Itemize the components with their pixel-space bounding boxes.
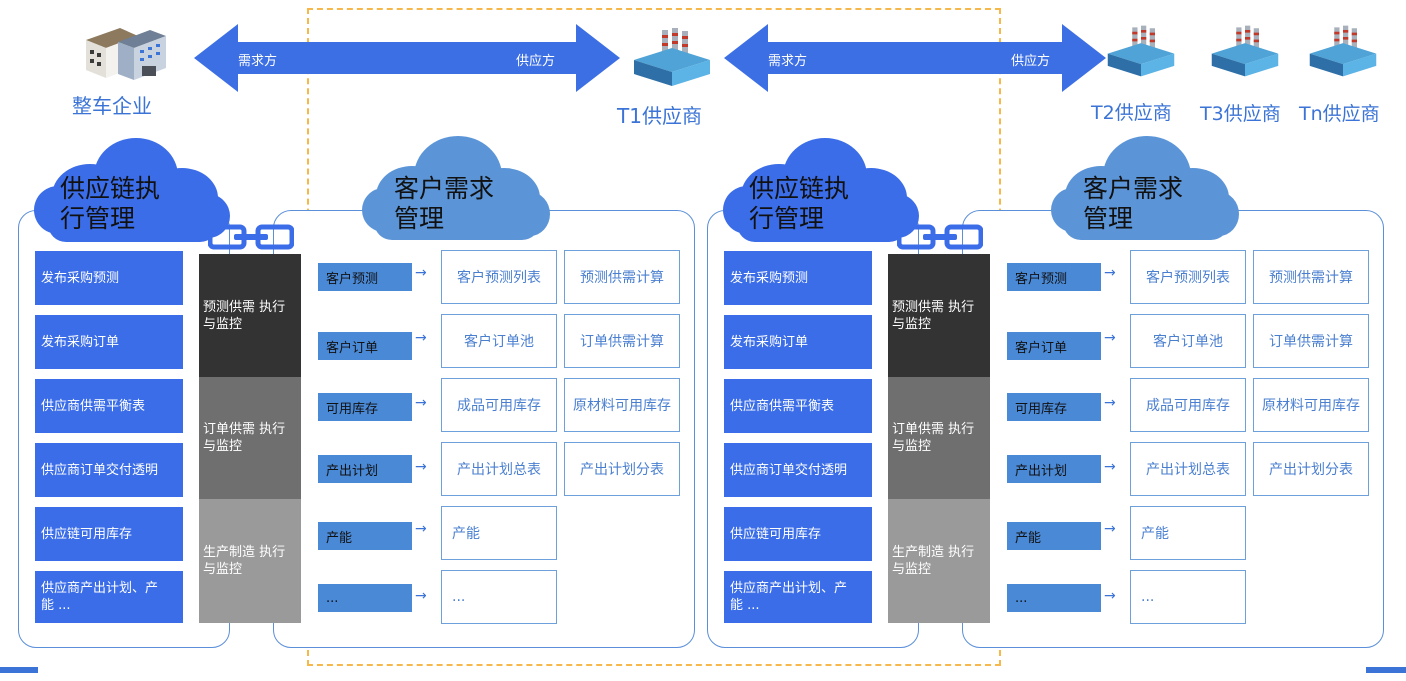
row-arrow-icon: → (1104, 395, 1116, 411)
left-item: 发布采购订单 (724, 315, 872, 369)
supply-chain-cloud: 供应链执 行管理 (32, 136, 232, 244)
row-box: 客户预测列表 (1130, 250, 1246, 304)
row-arrow-icon: → (1104, 265, 1116, 281)
left-item: 供应商订单交付透明 (724, 443, 872, 497)
customer-demand-cloud-title: 客户需求 管理 (1083, 174, 1184, 233)
left-item: 供应商供需平衡表 (35, 379, 183, 433)
row-box: 订单供需计算 (1253, 314, 1369, 368)
section-2: 供应链执 行管理 客户需求 管理 发布采购预测 发布采购订单 供应商供需平衡表 … (689, 0, 1406, 681)
row-label: 可用库存 (1007, 393, 1101, 421)
customer-demand-cloud-title: 客户需求 管理 (394, 174, 495, 233)
row-arrow-icon: → (415, 330, 427, 346)
company-t2-label: T2供应商 (1091, 102, 1172, 124)
row-label: 客户订单 (318, 332, 412, 360)
row-box: 原材料可用库存 (1253, 378, 1369, 432)
left-item: 供应链可用库存 (35, 507, 183, 561)
row-arrow-icon: → (415, 521, 427, 537)
row-box: 产出计划分表 (564, 442, 680, 496)
demand-rows: 客户预测 → 客户预测列表 预测供需计算 客户订单 → 客户订单池 订单供需计算… (318, 250, 688, 630)
monitor-block-order: 订单供需 执行 与监控 (199, 377, 301, 499)
company-oem-label: 整车企业 (72, 94, 152, 118)
row-arrow-icon: → (415, 395, 427, 411)
oem-building-icon (78, 22, 168, 87)
row-box: 成品可用库存 (1130, 378, 1246, 432)
t2-factory-icon (1106, 20, 1176, 82)
row-label: 产能 (1007, 522, 1101, 550)
left-item: 发布采购预测 (724, 251, 872, 305)
left-item: 供应商供需平衡表 (724, 379, 872, 433)
arrow1-supply-label: 供应方 (516, 54, 556, 69)
left-item-list: 发布采购预测 发布采购订单 供应商供需平衡表 供应商订单交付透明 供应链可用库存… (724, 251, 872, 623)
row-box: 产出计划总表 (1130, 442, 1246, 496)
row-box: 订单供需计算 (564, 314, 680, 368)
row-label: 客户预测 (1007, 263, 1101, 291)
demand-rows: 客户预测 → 客户预测列表 预测供需计算 客户订单 → 客户订单池 订单供需计算… (1007, 250, 1377, 630)
left-item: 发布采购预测 (35, 251, 183, 305)
tn-factory-icon (1308, 20, 1378, 82)
monitor-block-production: 生产制造 执行 与监控 (888, 499, 990, 623)
supply-chain-cloud: 供应链执 行管理 (721, 136, 921, 244)
left-item: 供应链可用库存 (724, 507, 872, 561)
row-box: 客户预测列表 (441, 250, 557, 304)
left-item: 供应商订单交付透明 (35, 443, 183, 497)
row-label: ... (318, 584, 412, 612)
row-box: 预测供需计算 (1253, 250, 1369, 304)
row-box: 客户订单池 (441, 314, 557, 368)
demand-supply-arrow-2: 需求方 供应方 (724, 24, 1106, 92)
row-label: 客户订单 (1007, 332, 1101, 360)
t3-factory-icon (1210, 20, 1280, 82)
demand-supply-arrow-1: 需求方 供应方 (194, 24, 620, 92)
supply-chain-cloud-title: 供应链执 行管理 (60, 174, 161, 233)
t1-factory-icon (632, 26, 712, 88)
footer-bar-right (1366, 667, 1406, 673)
row-label: 可用库存 (318, 393, 412, 421)
row-arrow-icon: → (415, 265, 427, 281)
row-box: 产能 (1130, 506, 1246, 560)
row-arrow-icon: → (415, 459, 427, 475)
company-tn-label: Tn供应商 (1299, 103, 1380, 125)
row-arrow-icon: → (1104, 330, 1116, 346)
row-arrow-icon: → (1104, 588, 1116, 604)
supply-chain-cloud-title: 供应链执 行管理 (749, 174, 850, 233)
row-label: ... (1007, 584, 1101, 612)
monitor-block-forecast: 预测供需 执行 与监控 (199, 254, 301, 377)
row-box: 产出计划总表 (441, 442, 557, 496)
footer-bar-left (0, 667, 38, 673)
row-box: 客户订单池 (1130, 314, 1246, 368)
monitor-block-forecast: 预测供需 执行 与监控 (888, 254, 990, 377)
left-item-list: 发布采购预测 发布采购订单 供应商供需平衡表 供应商订单交付透明 供应链可用库存… (35, 251, 183, 623)
chain-link-icon (896, 224, 984, 250)
arrow2-demand-label: 需求方 (768, 54, 808, 69)
arrow2-supply-label: 供应方 (1011, 54, 1051, 69)
customer-demand-cloud: 客户需求 管理 (1051, 134, 1241, 242)
row-box: ... (441, 570, 557, 624)
row-box: 产出计划分表 (1253, 442, 1369, 496)
row-label: 产能 (318, 522, 412, 550)
row-arrow-icon: → (1104, 459, 1116, 475)
customer-demand-cloud: 客户需求 管理 (362, 134, 552, 242)
left-item: 发布采购订单 (35, 315, 183, 369)
row-box: ... (1130, 570, 1246, 624)
row-label: 客户预测 (318, 263, 412, 291)
row-box: 原材料可用库存 (564, 378, 680, 432)
row-box: 成品可用库存 (441, 378, 557, 432)
left-item: 供应商产出计划、产 能 ... (35, 571, 183, 623)
row-arrow-icon: → (1104, 521, 1116, 537)
row-box: 预测供需计算 (564, 250, 680, 304)
section-1: 供应链执 行管理 客户需求 管理 发布采购预测 发布采购订单 供应商供需平衡表 … (0, 0, 700, 681)
company-t3-label: T3供应商 (1200, 103, 1281, 125)
monitor-block-production: 生产制造 执行 与监控 (199, 499, 301, 623)
chain-link-icon (207, 224, 295, 250)
row-arrow-icon: → (415, 588, 427, 604)
left-item: 供应商产出计划、产 能 ... (724, 571, 872, 623)
row-label: 产出计划 (318, 455, 412, 483)
company-t1-label: T1供应商 (617, 104, 702, 128)
row-label: 产出计划 (1007, 455, 1101, 483)
monitor-block-order: 订单供需 执行 与监控 (888, 377, 990, 499)
arrow1-demand-label: 需求方 (238, 54, 278, 69)
row-box: 产能 (441, 506, 557, 560)
